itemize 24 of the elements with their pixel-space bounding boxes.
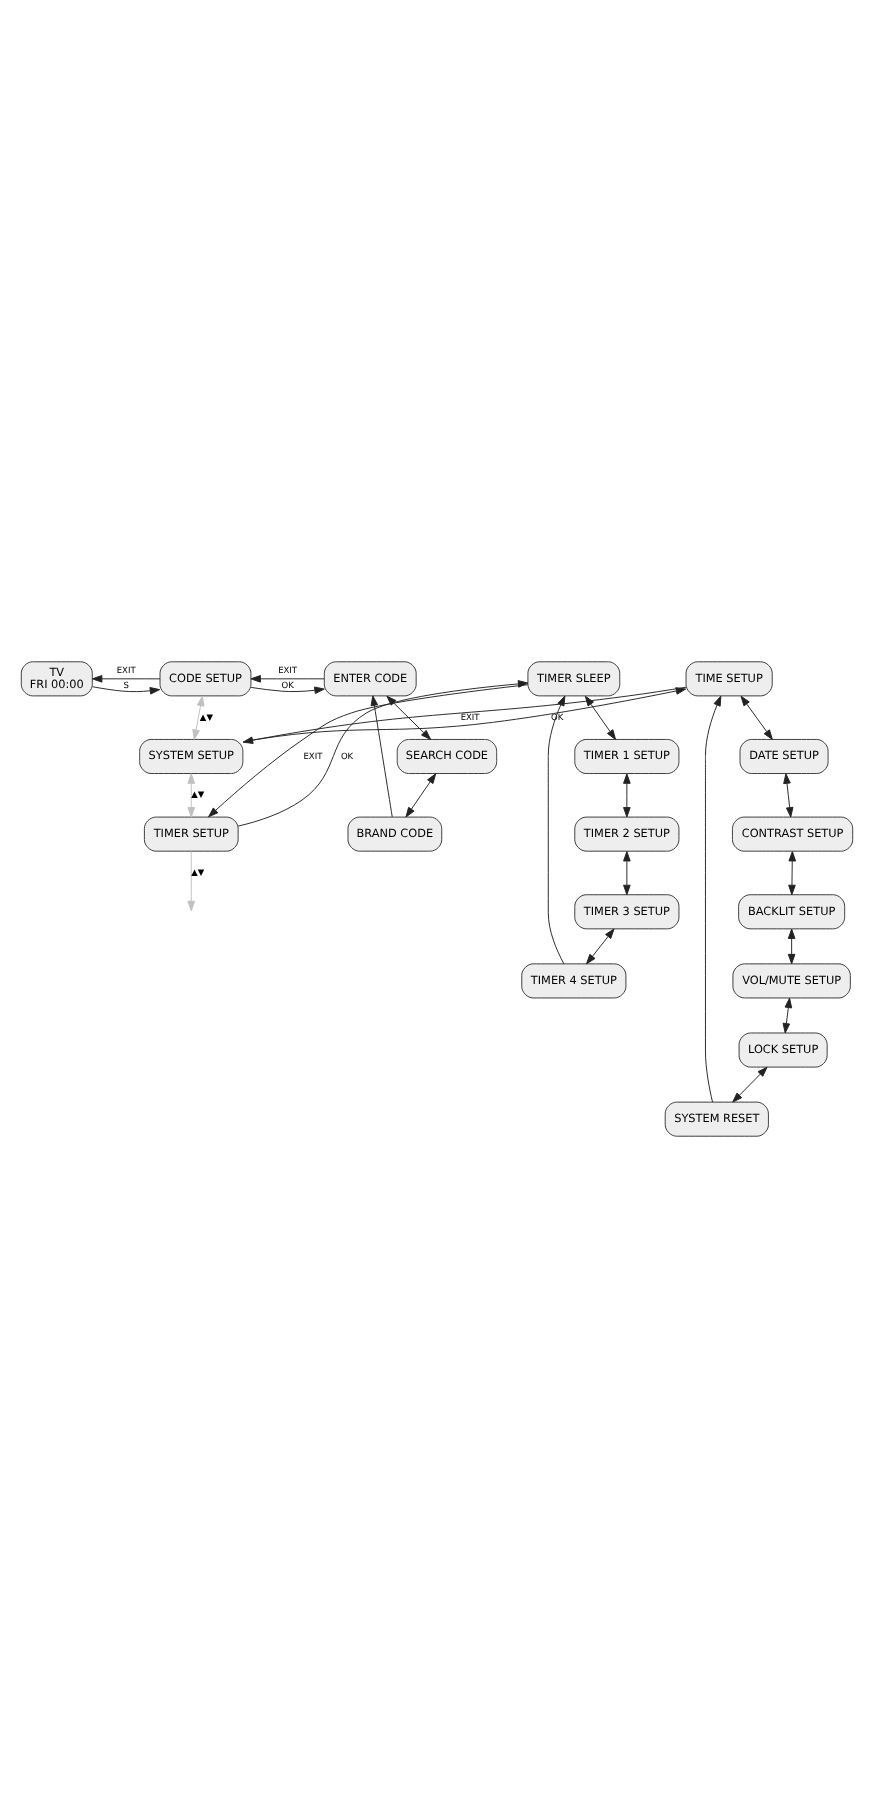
arrow xyxy=(192,694,205,739)
arrow xyxy=(250,685,325,694)
arrow xyxy=(782,996,793,1033)
arrow xyxy=(208,683,529,817)
arrow xyxy=(187,772,196,817)
arrow xyxy=(732,1065,768,1102)
arrow xyxy=(705,694,722,1102)
arrow xyxy=(623,850,631,895)
arrow xyxy=(187,850,196,911)
arrow xyxy=(91,674,161,682)
arrow xyxy=(788,850,797,895)
arrow xyxy=(386,694,432,739)
arrow xyxy=(237,679,529,826)
arrow xyxy=(623,772,631,817)
arrow xyxy=(547,694,566,964)
arrow xyxy=(250,674,325,682)
arrow xyxy=(783,772,794,817)
arrow xyxy=(787,927,796,964)
arrow xyxy=(92,685,161,694)
arrow xyxy=(740,694,773,739)
arrow xyxy=(405,772,437,817)
arrow xyxy=(584,694,617,739)
arrow xyxy=(586,927,615,964)
arrow xyxy=(370,694,393,817)
